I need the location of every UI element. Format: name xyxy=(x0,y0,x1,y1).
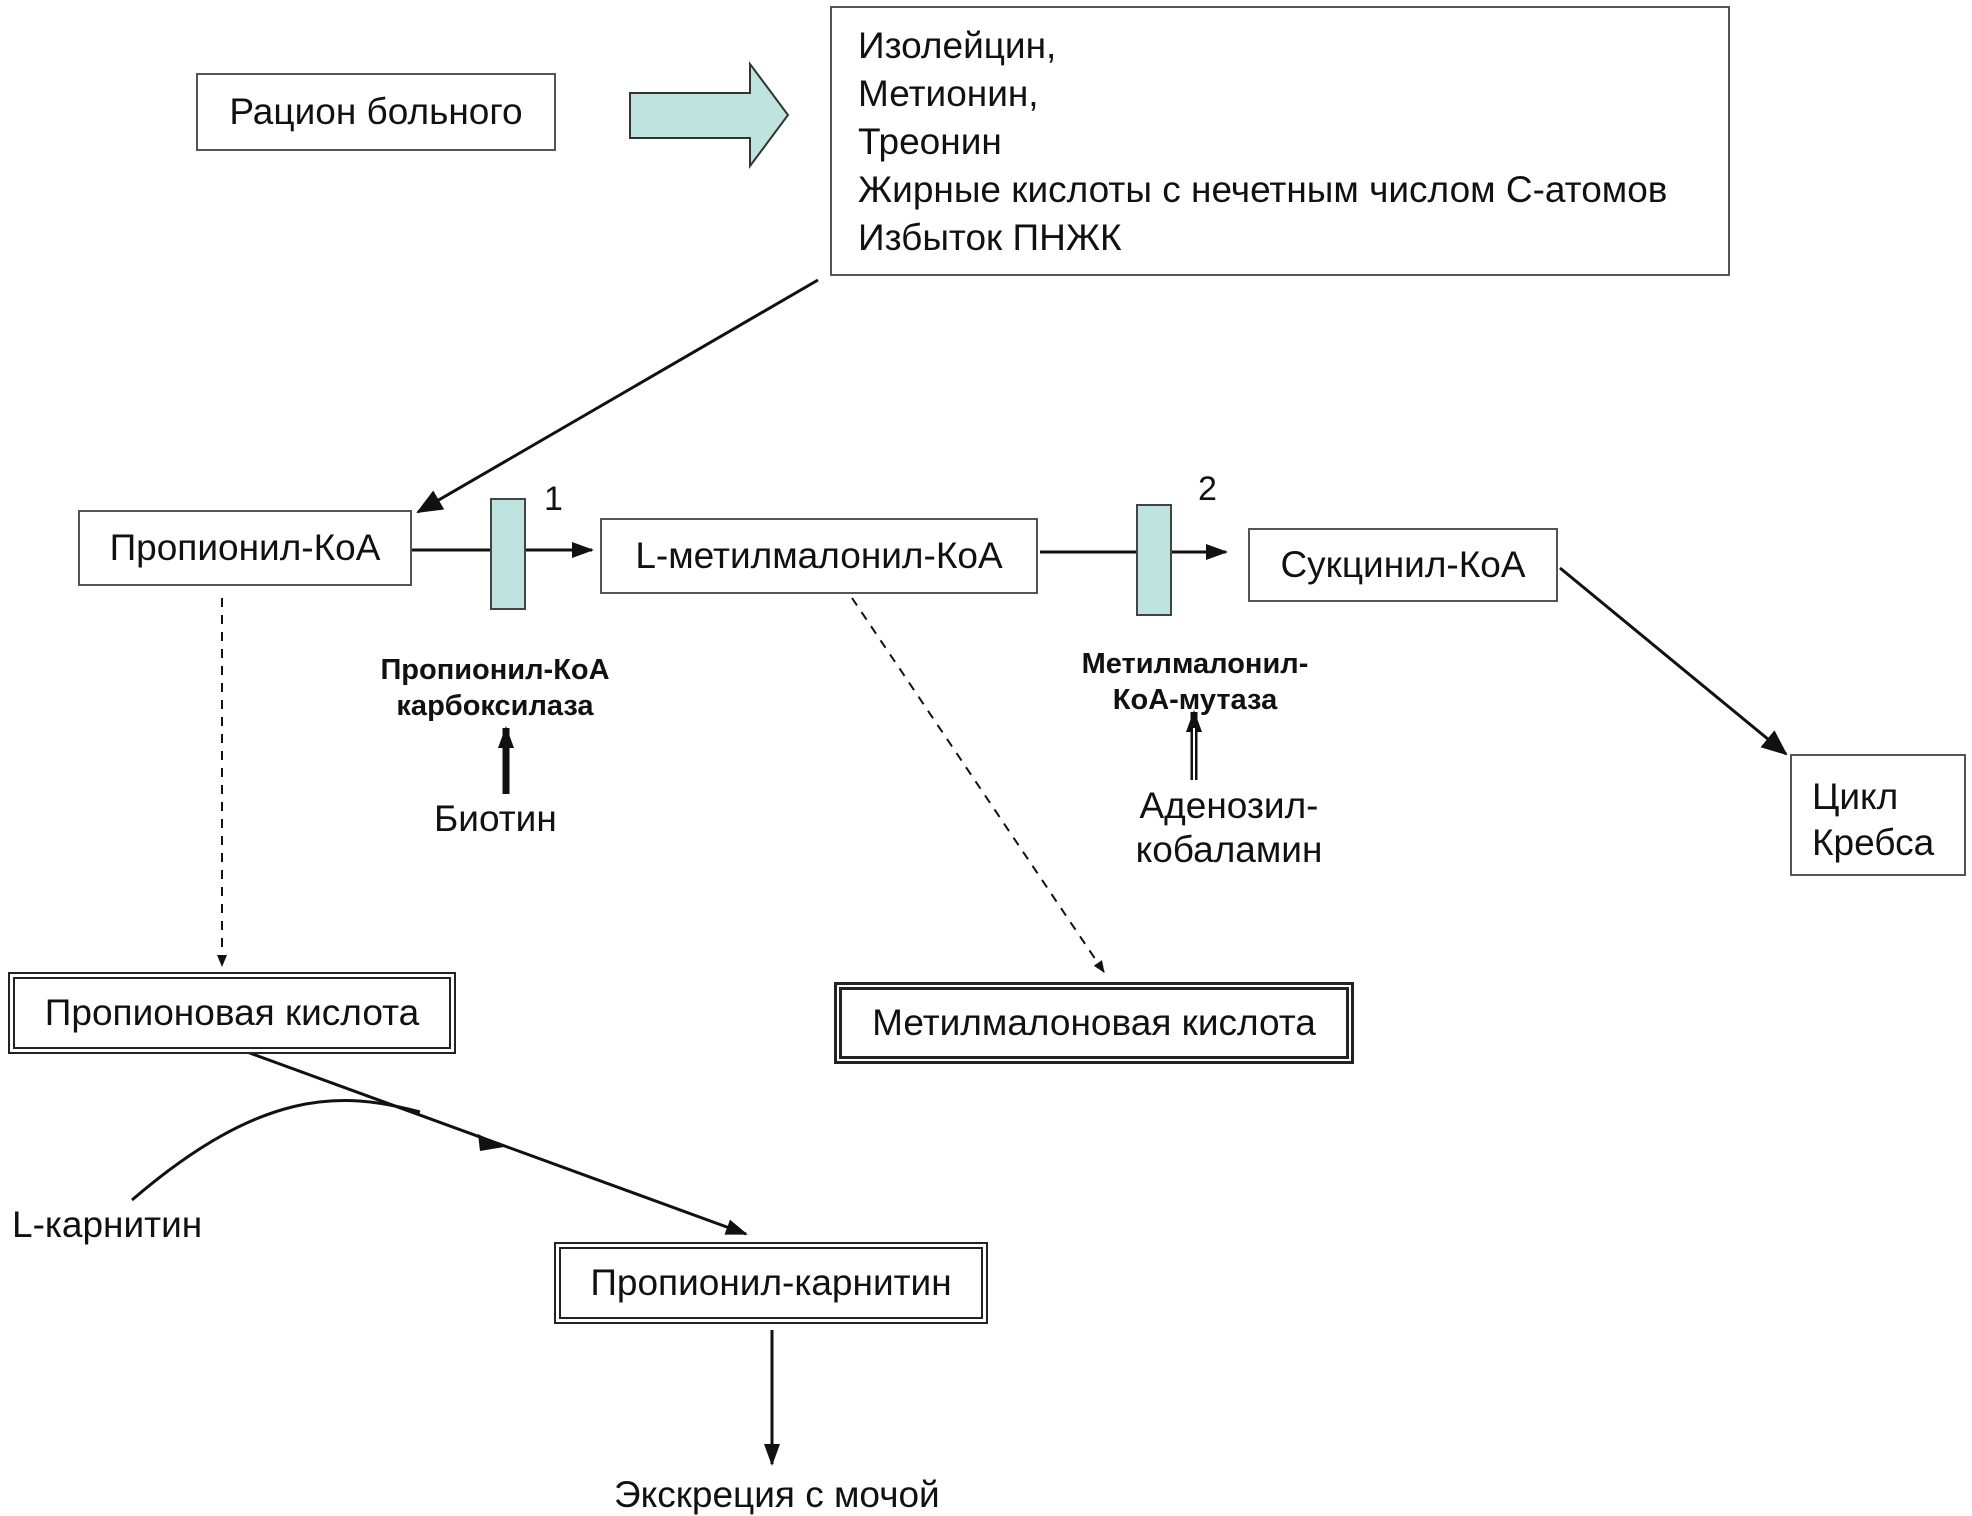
cobalamin-line: Аденозил- xyxy=(1139,785,1319,826)
cobalamin-label: Аденозил- кобаламин xyxy=(1124,784,1334,872)
propionyl-carnitine-label: Пропионил-карнитин xyxy=(590,1262,952,1303)
sources-box: Изолейцин, Метионин, Треонин Жирные кисл… xyxy=(830,6,1730,276)
block-arrow xyxy=(629,60,790,170)
enzyme-1-line: карбоксилаза xyxy=(396,690,594,722)
propionyl-coa-label: Пропионил-КоА xyxy=(109,527,381,568)
source-item: Избыток ПНЖК xyxy=(858,217,1122,258)
krebs-line: Цикл xyxy=(1812,776,1899,817)
curve-l-carnitine xyxy=(131,1099,421,1202)
methylmalonic-acid-label: Метилмалоновая кислота xyxy=(872,1002,1316,1043)
krebs-cycle-box: Цикл Кребса xyxy=(1790,754,1966,876)
enzyme-2-line: КоА-мутаза xyxy=(1112,684,1278,716)
source-item: Метионин, xyxy=(858,73,1039,114)
diet-box: Рацион больного xyxy=(196,73,556,151)
source-item: Треонин xyxy=(858,121,1002,162)
l-carnitine-label: L-карнитин xyxy=(12,1204,203,1245)
step-number-2: 2 xyxy=(1198,470,1217,508)
methylmalonic-acid-box: Метилмалоновая кислота xyxy=(834,982,1354,1064)
enzyme-bar-2 xyxy=(1136,504,1172,616)
cobalamin-line: кобаламин xyxy=(1135,829,1323,870)
krebs-line: Кребса xyxy=(1812,822,1935,863)
source-item: Изолейцин, xyxy=(858,25,1057,66)
excretion-label: Экскреция с мочой xyxy=(614,1474,940,1515)
enzyme-2-name: Метилмалонил- КоА-мутаза xyxy=(1060,646,1330,718)
methylmalonyl-coa-label: L-метилмалонил-КоА xyxy=(635,535,1003,576)
arrow-dashed-to-methylmalonic-acid xyxy=(851,597,1105,973)
enzyme-bar-1 xyxy=(490,498,526,610)
propionic-acid-box: Пропионовая кислота xyxy=(8,972,456,1054)
biotin-label: Биотин xyxy=(434,798,557,839)
step-number-1: 1 xyxy=(544,480,563,518)
diet-label: Рацион больного xyxy=(229,91,523,132)
propionyl-carnitine-box: Пропионил-карнитин xyxy=(554,1242,988,1324)
mid-arrowhead xyxy=(478,1134,504,1151)
enzyme-1-line: Пропионил-КоА xyxy=(380,654,610,686)
succinyl-coa-box: Сукцинил-КоА xyxy=(1248,528,1558,602)
arrow-sources-to-propionyl-coa xyxy=(416,278,819,514)
source-item: Жирные кислоты с нечетным числом С-атомо… xyxy=(858,169,1668,210)
methylmalonyl-coa-box: L-метилмалонил-КоА xyxy=(600,518,1038,594)
succinyl-coa-label: Сукцинил-КоА xyxy=(1280,544,1526,585)
enzyme-1-name: Пропионил-КоА карбоксилаза xyxy=(364,652,626,724)
propionyl-coa-box: Пропионил-КоА xyxy=(78,510,412,586)
arrow-succinyl-to-krebs xyxy=(1559,566,1788,756)
propionic-acid-label: Пропионовая кислота xyxy=(44,992,420,1033)
enzyme-2-line: Метилмалонил- xyxy=(1081,648,1309,680)
